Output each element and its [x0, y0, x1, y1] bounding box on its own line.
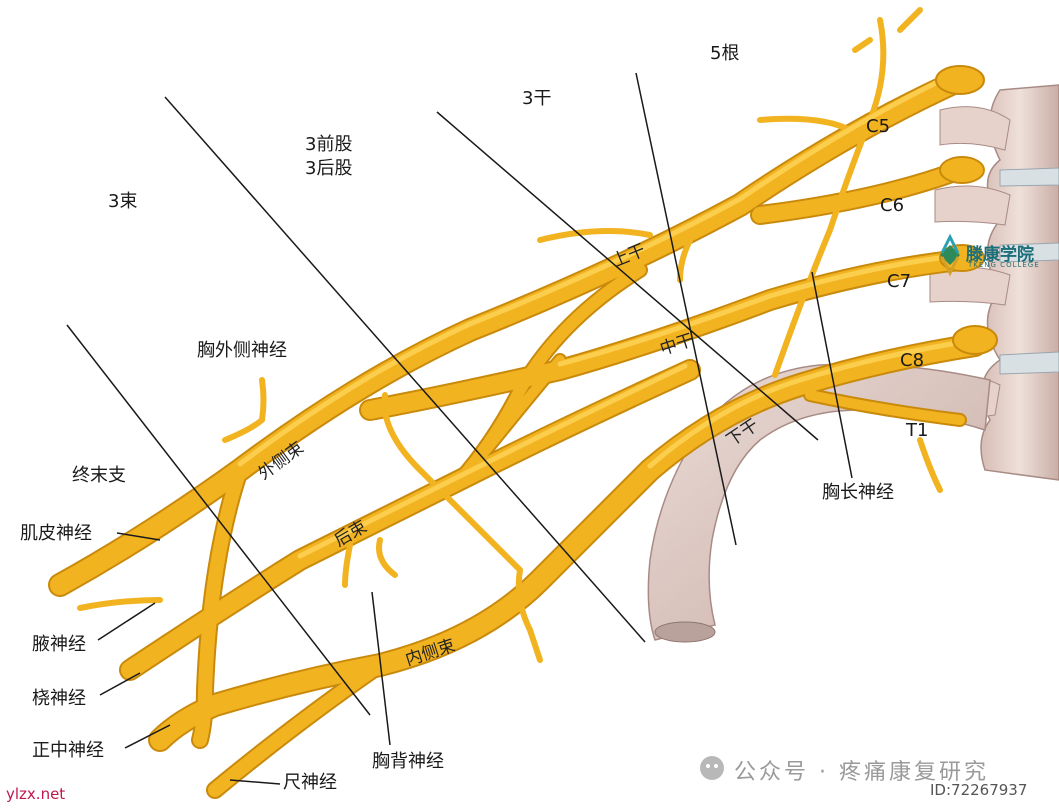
cords-leader-line	[66, 324, 371, 716]
watermark-id: ID:72267937	[930, 781, 1028, 799]
logo-mark	[940, 233, 960, 277]
long-thoracic-nerve-label: 胸长神经	[822, 482, 894, 503]
divisions-label: 3前股 3后股	[305, 133, 352, 182]
median-leader-line	[124, 724, 171, 749]
axillary-nerve-label: 腋神经	[32, 634, 86, 655]
c6-label: C6	[880, 195, 905, 216]
wechat-icon	[700, 756, 724, 780]
lateral-pectoral-nerve-label: 胸外侧神经	[197, 340, 287, 361]
radial-leader-line	[99, 672, 141, 696]
ulnar-nerve-label: 尺神经	[283, 772, 337, 793]
long-thoracic-leader-line	[811, 271, 853, 479]
trunks-label: 3干	[522, 88, 552, 109]
cords-label: 3束	[108, 191, 138, 212]
roots-leader-line	[635, 72, 737, 546]
thoracodorsal-nerve-label: 胸背神经	[372, 751, 444, 772]
nerve-bundles	[48, 7, 998, 799]
anterior-divisions-label: 3前股	[305, 134, 353, 155]
ulnar-leader-line	[229, 779, 281, 785]
radial-nerve-label: 桡神经	[32, 688, 86, 709]
leader-lines	[66, 72, 853, 785]
c7-label: C7	[887, 271, 912, 292]
watermark-account: 公众号 · 疼痛康复研究	[734, 760, 989, 785]
logo-subtitle: TKENG COLLEGE	[968, 261, 1040, 269]
logo-name: 滕康学院	[966, 245, 1034, 265]
terminal-branches-label: 终末支	[72, 465, 126, 486]
posterior-divisions-label: 3后股	[305, 158, 353, 180]
divisions-leader-line	[164, 96, 646, 643]
c8-label: C8	[900, 350, 925, 371]
c5-label: C5	[866, 116, 891, 137]
trunks-leader-line	[436, 111, 819, 441]
median-nerve-label: 正中神经	[32, 740, 104, 761]
site-watermark: ylzx.net	[6, 785, 66, 803]
musculocutaneous-nerve-label: 肌皮神经	[20, 523, 92, 544]
roots-label: 5根	[710, 43, 740, 64]
t1-label: T1	[906, 420, 929, 441]
axillary-leader-line	[97, 602, 156, 641]
thoracodorsal-leader-line	[371, 591, 391, 746]
first-rib	[647, 363, 991, 643]
musculocutaneous-leader-line	[116, 532, 161, 541]
